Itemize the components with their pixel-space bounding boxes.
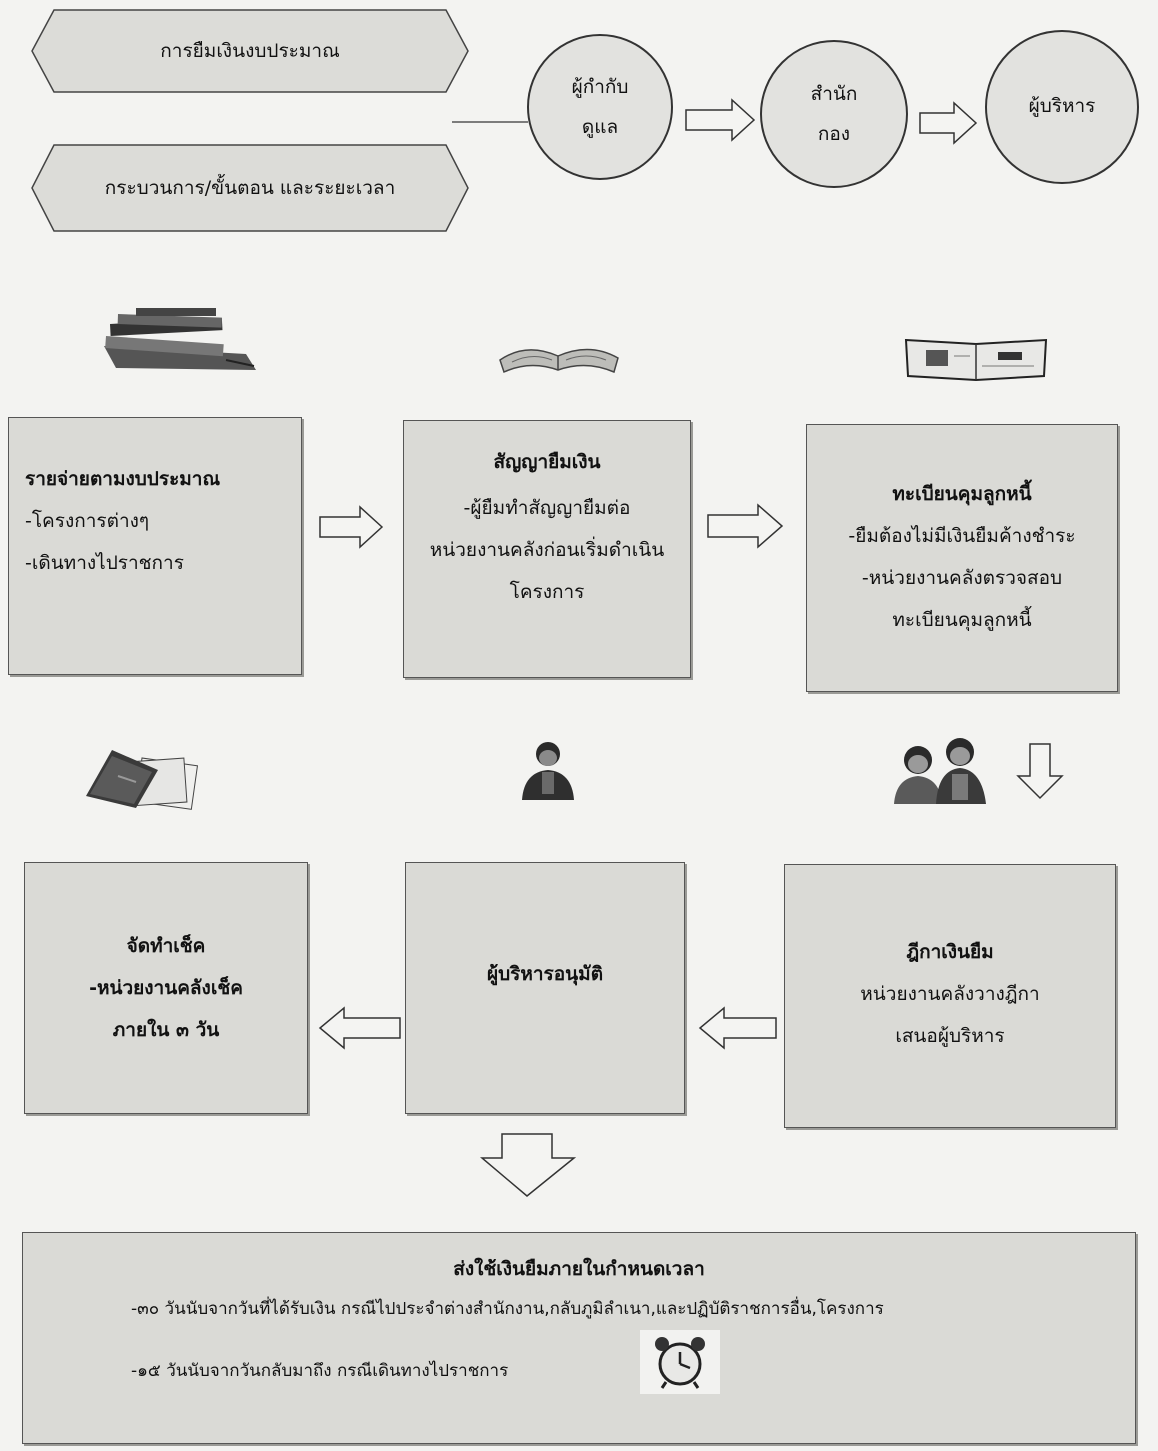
arrow-right-icon xyxy=(319,505,384,549)
open-book-icon xyxy=(499,348,619,374)
step-loan-contract: สัญญายืมเงิน -ผู้ยืมทำสัญญายืมต่อ หน่วยง… xyxy=(403,420,691,678)
circle-executive: ผู้บริหาร xyxy=(985,30,1139,184)
step-cheque-line2: ภายใน ๓ วัน xyxy=(112,1019,220,1041)
step-registry-line1: -ยืมต้องไม่มีเงินยืมค้างชำระ xyxy=(848,525,1076,547)
step-contract-line1: -ผู้ยืมทำสัญญายืมต่อ xyxy=(463,497,631,519)
step-repayment-deadline: ส่งใช้เงินยืมภายในกำหนดเวลา -๓๐ วันนับจา… xyxy=(22,1232,1136,1444)
step-cheque-line1: -หน่วยงานคลังเช็ค xyxy=(89,977,243,999)
circle-office-line1: สำนัก xyxy=(810,83,858,105)
circle-supervisor: ผู้กำกับ ดูแล xyxy=(527,34,673,180)
tag-process-duration: กระบวนการ/ขั้นตอน และระยะเวลา xyxy=(30,143,470,233)
arrow-right-icon xyxy=(707,503,784,549)
books-stack-icon xyxy=(104,308,256,370)
arrow-down-icon xyxy=(480,1133,576,1197)
two-officers-icon xyxy=(894,738,986,804)
documents-icon xyxy=(86,750,199,810)
arrow-left-icon xyxy=(698,1006,777,1050)
circle-office-line2: กอง xyxy=(817,123,851,145)
repayment-line1: -๓๐ วันนับจากวันที่ได้รับเงิน กรณีไปประจ… xyxy=(131,1299,884,1319)
arrow-right-icon xyxy=(919,101,978,145)
step-request-line1: หน่วยงานคลังวางฎีกา xyxy=(860,983,1040,1005)
circle-supervisor-line1: ผู้กำกับ xyxy=(571,76,629,98)
step-issue-cheque: จัดทำเช็ค -หน่วยงานคลังเช็ค ภายใน ๓ วัน xyxy=(24,862,308,1114)
ledger-book-icon xyxy=(904,338,1048,382)
hexagon-shape xyxy=(31,144,469,232)
circle-supervisor-line2: ดูแล xyxy=(581,116,619,138)
step-debtor-registry: ทะเบียนคุมลูกหนี้ -ยืมต้องไม่มีเงินยืมค้… xyxy=(806,424,1118,692)
step-contract-line2: หน่วยงานคลังก่อนเริ่มดำเนิน xyxy=(429,539,665,561)
circle-executive-line1: ผู้บริหาร xyxy=(1028,95,1096,117)
step-registry-line3: ทะเบียนคุมลูกหนี้ xyxy=(892,609,1032,631)
arrow-left-icon xyxy=(318,1006,401,1050)
hexagon-shape xyxy=(31,9,469,93)
repayment-line2: -๑๕ วันนับจากวันกลับมาถึง กรณีเดินทางไปร… xyxy=(131,1361,509,1381)
repayment-title: ส่งใช้เงินยืมภายในกำหนดเวลา xyxy=(453,1258,705,1280)
step-budget-line2: -เดินทางไปราชการ xyxy=(25,552,184,574)
step-request-line2: เสนอผู้บริหาร xyxy=(895,1025,1005,1047)
step-registry-title: ทะเบียนคุมลูกหนี้ xyxy=(892,483,1032,505)
step-contract-line3: โครงการ xyxy=(509,581,585,603)
step-budget-line1: -โครงการต่างๆ xyxy=(25,510,150,532)
tag-budget-loan: การยืมเงินงบประมาณ xyxy=(30,8,470,94)
arrow-right-icon xyxy=(685,98,756,142)
step-budget-title: รายจ่ายตามงบประมาณ xyxy=(25,468,221,490)
step-approve-title: ผู้บริหารอนุมัติ xyxy=(486,963,604,985)
step-loan-request: ฎีกาเงินยืม หน่วยงานคลังวางฎีกา เสนอผู้บ… xyxy=(784,864,1116,1128)
step-executive-approval: ผู้บริหารอนุมัติ xyxy=(405,862,685,1114)
tag-budget-loan-label: การยืมเงินงบประมาณ xyxy=(160,40,340,62)
connector-line xyxy=(452,121,528,123)
arrow-down-icon xyxy=(1016,743,1064,800)
alarm-clock-icon xyxy=(640,1330,720,1394)
step-cheque-title: จัดทำเช็ค xyxy=(126,935,206,957)
step-contract-title: สัญญายืมเงิน xyxy=(493,451,601,473)
officer-person-icon xyxy=(522,742,574,800)
step-budget-expense: รายจ่ายตามงบประมาณ -โครงการต่างๆ -เดินทา… xyxy=(8,417,302,675)
step-registry-line2: -หน่วยงานคลังตรวจสอบ xyxy=(861,567,1063,589)
circle-office-division: สำนัก กอง xyxy=(760,40,908,188)
tag-process-duration-label: กระบวนการ/ขั้นตอน และระยะเวลา xyxy=(104,177,396,199)
step-request-title: ฎีกาเงินยืม xyxy=(906,941,994,963)
